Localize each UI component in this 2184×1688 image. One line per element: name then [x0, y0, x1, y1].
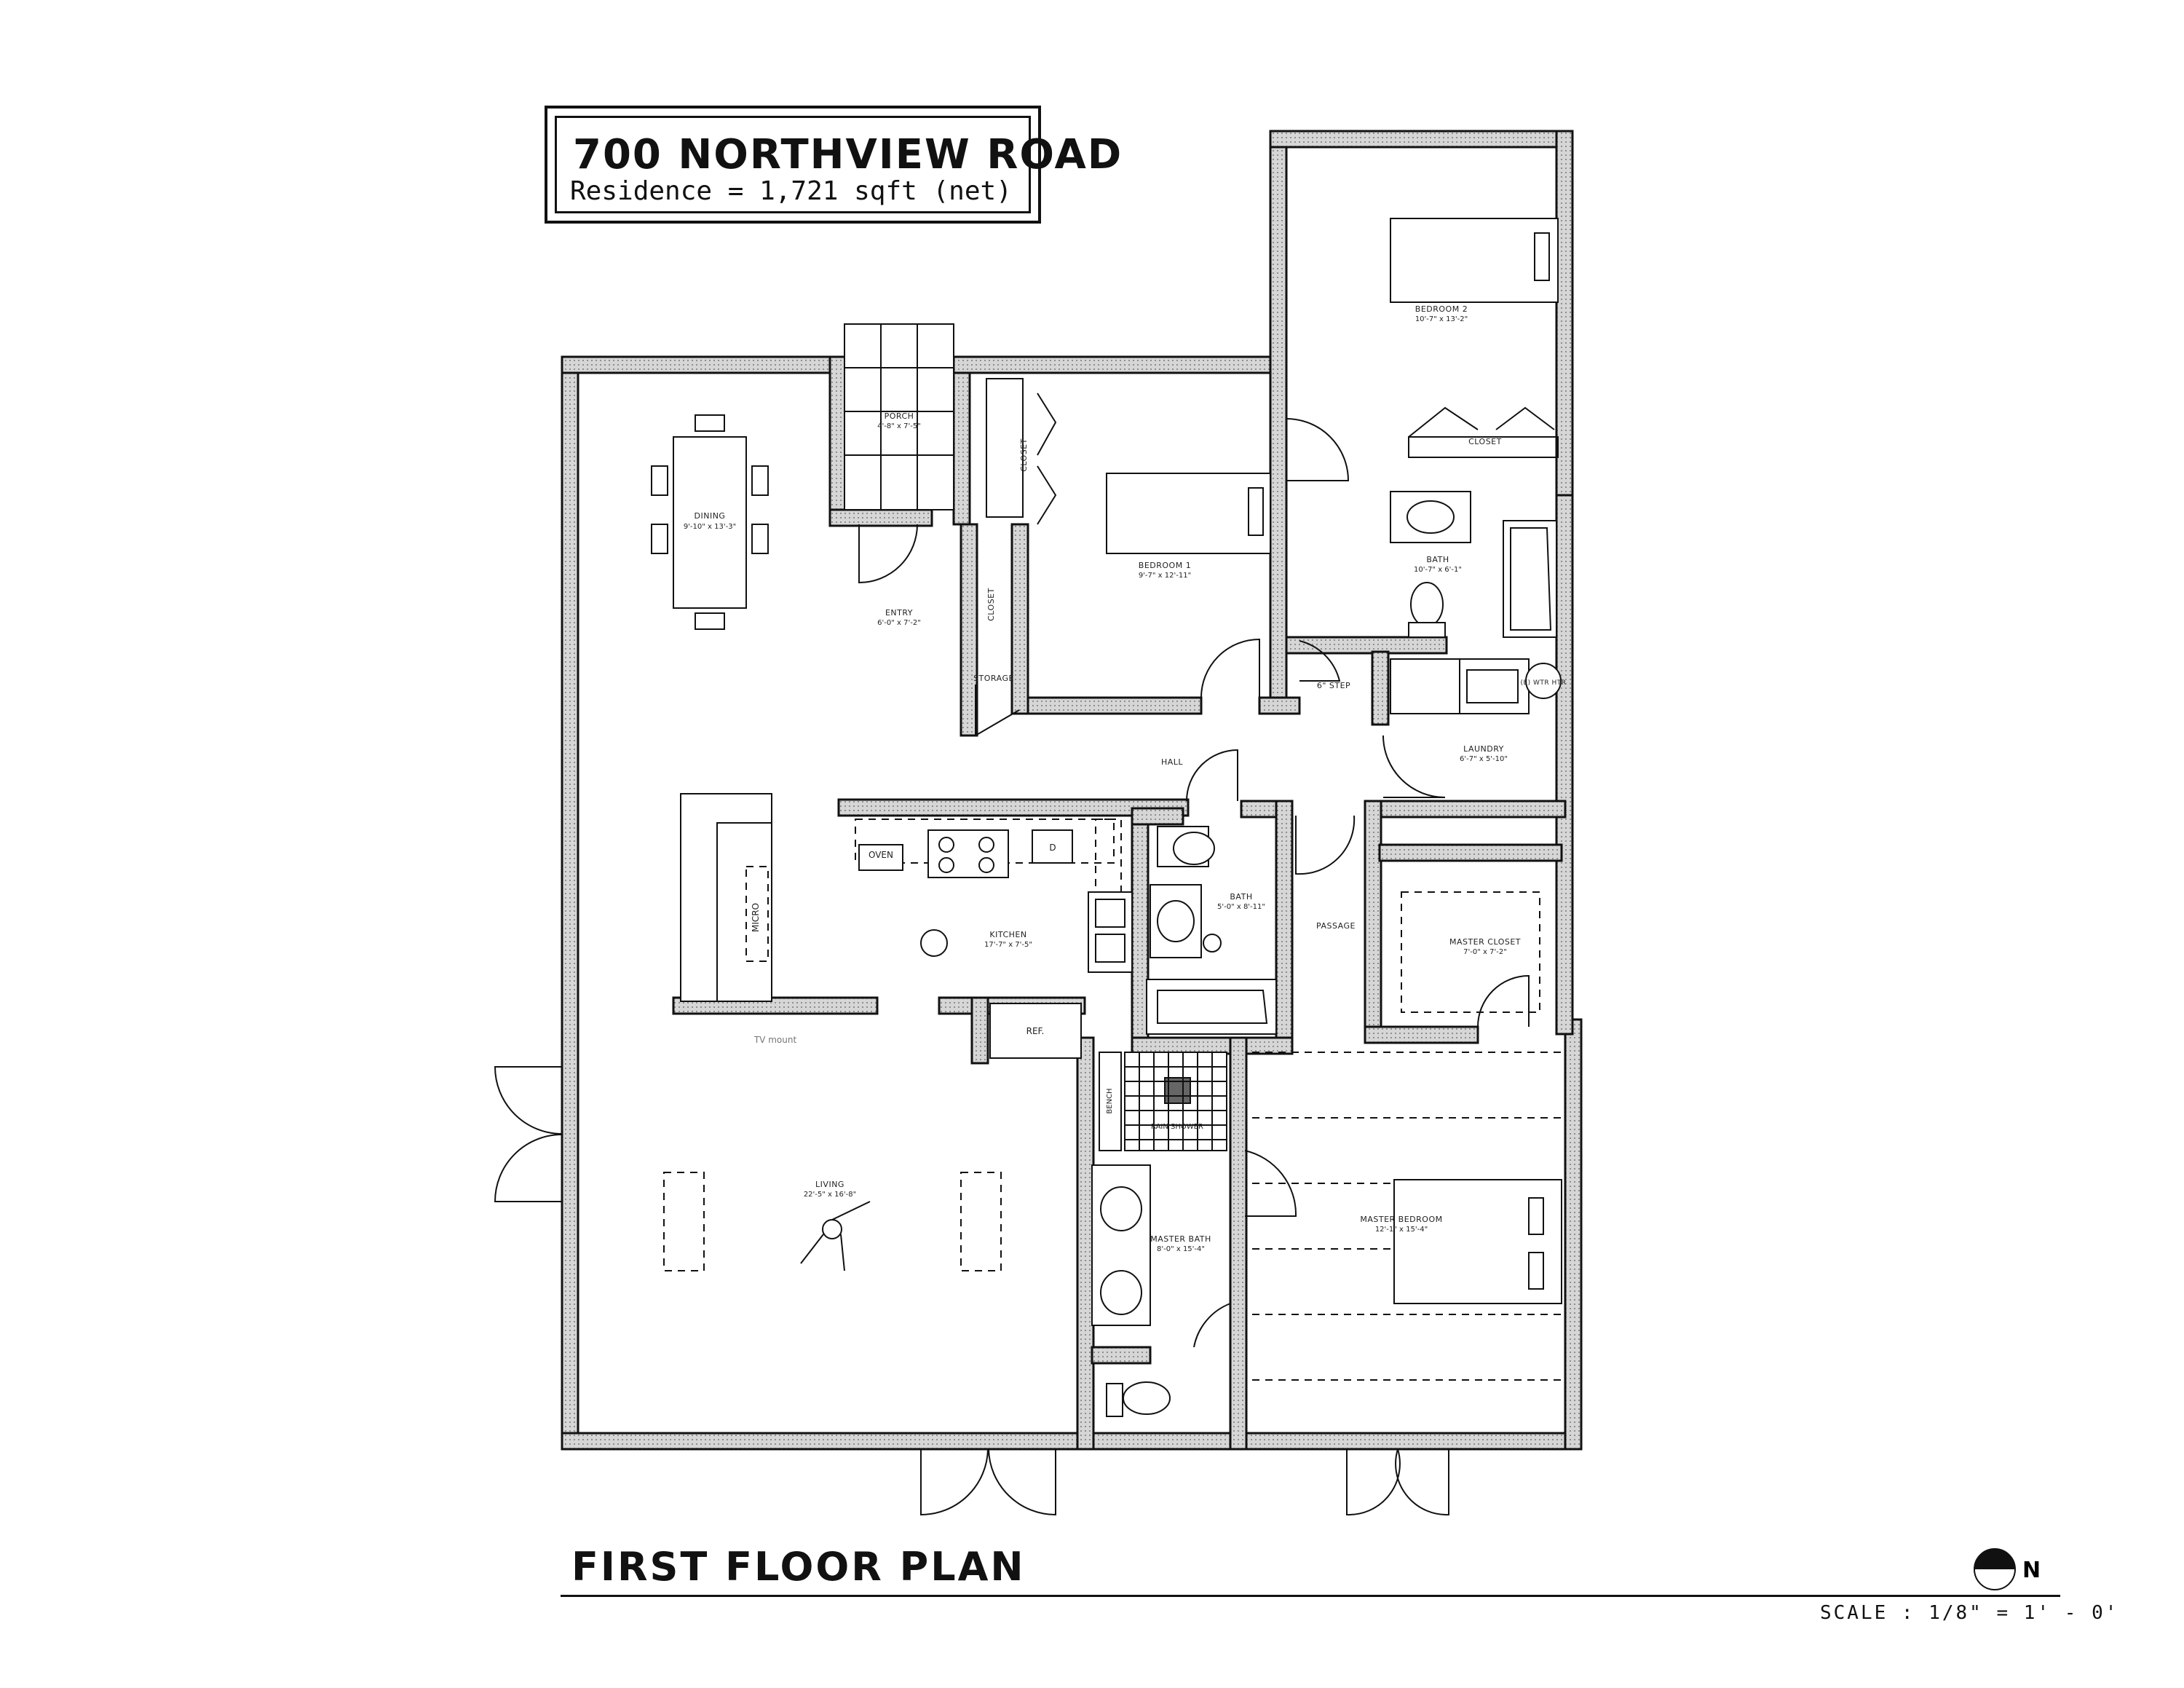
bedroom1-dim: 9'-7" x 12'-11" [1139, 572, 1191, 580]
tv-mount-label: TV mount [753, 1035, 797, 1045]
scale-note: SCALE : 1/8" = 1' - 0' [1820, 1602, 2119, 1624]
dining-label: DINING [695, 511, 726, 521]
master-bath-dim: 8'-0" x 15'-4" [1157, 1245, 1205, 1253]
furniture [651, 218, 2016, 1590]
master-closet-label: MASTER CLOSET [1449, 937, 1521, 947]
closet-entry-label: CLOSET [986, 588, 996, 621]
bedroom2-label: BEDROOM 2 [1415, 304, 1468, 314]
water-heater-label: (E) WTR HTR [1520, 679, 1566, 687]
kitchen-label: KITCHEN [989, 930, 1026, 939]
master-bedroom-label: MASTER BEDROOM [1360, 1215, 1442, 1224]
title-block-inner: 700 NORTHVIEW ROAD Residence = 1,721 sqf… [555, 116, 1121, 213]
living-label: LIVING [815, 1180, 844, 1189]
closet-bed2-label: CLOSET [1468, 437, 1502, 446]
walls [561, 130, 1583, 1451]
doors [494, 418, 1530, 1516]
oven-label: OVEN [869, 850, 893, 860]
bath2-label: BATH [1230, 892, 1252, 902]
refrigerator-label: REF. [1026, 1026, 1045, 1036]
porch-dim: 4'-8" x 7'-5" [877, 422, 921, 430]
bath-label: BATH [1426, 555, 1449, 564]
storage-label: STORAGE [973, 674, 1014, 683]
step-label: 6" STEP [1317, 681, 1350, 690]
master-bath-label: MASTER BATH [1150, 1234, 1211, 1244]
area-subtitle: Residence = 1,721 sqft (net) [570, 176, 1012, 206]
bench-label: BENCH [1106, 1088, 1114, 1113]
fixture-labels: OVEN D MICRO REF. TV mount BENCH RAIN SH… [751, 843, 2041, 1583]
room-labels: DINING 9'-10" x 13'-3" PORCH 4'-8" x 7'-… [684, 304, 1566, 1253]
bedroom1-label: BEDROOM 1 [1139, 561, 1191, 570]
closet-bed1-label: CLOSET [1019, 438, 1029, 472]
address-title: 700 NORTHVIEW ROAD [573, 131, 1123, 178]
rain-shower-label: RAIN SHOWER [1151, 1123, 1203, 1131]
hall-label: HALL [1161, 757, 1183, 767]
laundry-dim: 6'-7" x 5'-10" [1460, 755, 1508, 763]
plan-title: FIRST FLOOR PLAN [571, 1544, 1026, 1590]
laundry-label: LAUNDRY [1463, 744, 1504, 754]
living-dim: 22'-5" x 16'-8" [804, 1191, 856, 1199]
bedroom2-dim: 10'-7" x 13'-2" [1415, 315, 1468, 323]
dining-dim: 9'-10" x 13'-3" [684, 523, 736, 531]
title-block: 700 NORTHVIEW ROAD Residence = 1,721 sqf… [545, 106, 1121, 224]
master-closet-dim: 7'-0" x 7'-2" [1463, 948, 1507, 956]
kitchen-dim: 17'-7" x 7'-5" [984, 941, 1032, 949]
north-letter: N [2022, 1558, 2041, 1583]
entry-dim: 6'-0" x 7'-2" [877, 619, 921, 627]
porch-label: PORCH [885, 411, 914, 421]
bath-dim: 10'-7" x 6'-1" [1414, 566, 1462, 574]
dishwasher-label: D [1049, 843, 1056, 853]
master-bedroom-dim: 12'-1" x 15'-4" [1375, 1226, 1428, 1234]
passage-label: PASSAGE [1316, 921, 1356, 931]
bath2-dim: 5'-0" x 8'-11" [1217, 903, 1265, 911]
entry-label: ENTRY [885, 608, 913, 618]
microwave-label: MICRO [751, 903, 761, 932]
plan-title-rule [561, 1595, 2060, 1597]
